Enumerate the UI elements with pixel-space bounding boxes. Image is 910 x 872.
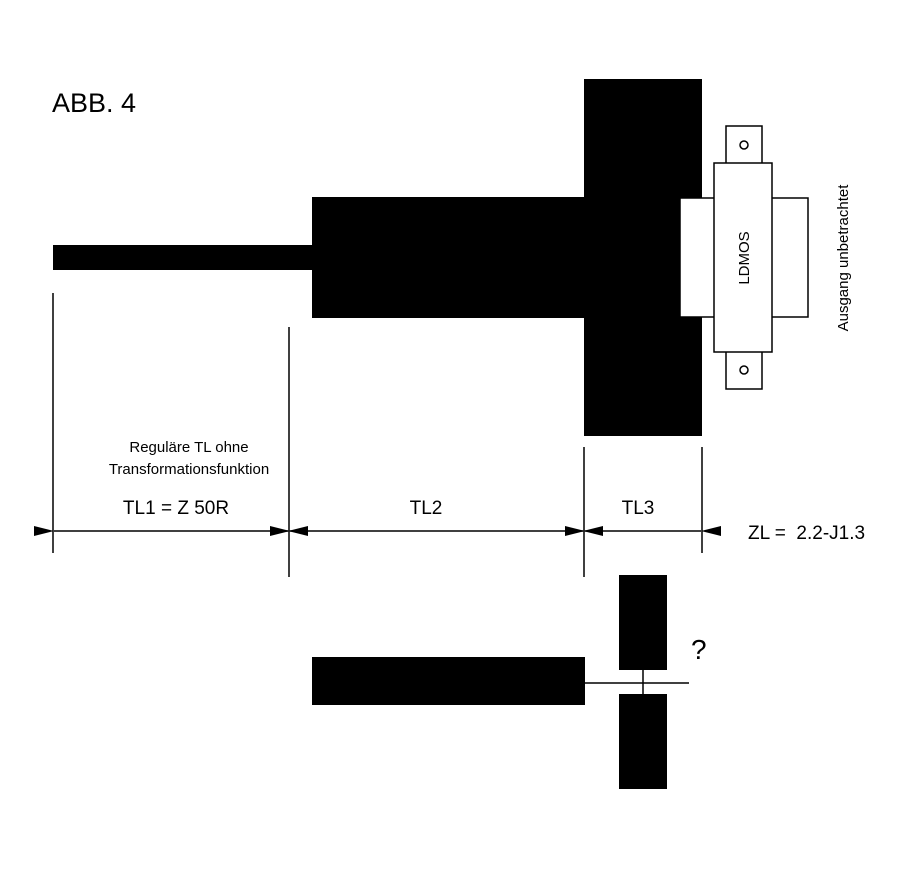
bottom-mounting-hole	[739, 365, 749, 375]
ldmos-label: LDMOS	[736, 231, 753, 284]
tl1-note-line2: Transformationsfunktion	[109, 461, 269, 478]
top-mounting-hole	[739, 140, 749, 150]
tl1-note-line1: Reguläre TL ohne	[129, 439, 248, 456]
question-mark: ?	[691, 634, 707, 665]
tl3-label: TL3	[622, 498, 655, 519]
tl2-strip	[312, 197, 586, 318]
ldmos-package: LDMOS	[679, 125, 809, 390]
alt-tl2-strip	[312, 657, 585, 705]
output-note: Ausgang unbetrachtet	[835, 184, 852, 332]
tl1-strip	[53, 245, 315, 270]
tl2-label: TL2	[410, 498, 443, 519]
tl1-label: TL1 = Z 50R	[123, 498, 229, 519]
alternative-sketch: ?	[312, 575, 707, 789]
figure-label: ABB. 4	[52, 88, 136, 118]
microstrip-layout	[53, 79, 702, 436]
alt-upper-stub	[619, 575, 667, 670]
ldmos-input-tab	[679, 197, 717, 318]
ldmos-output-tab	[769, 197, 809, 318]
alt-lower-stub	[619, 694, 667, 789]
ldmos-body	[713, 162, 773, 353]
load-impedance-label: ZL = 2.2-J1.3	[748, 523, 865, 544]
